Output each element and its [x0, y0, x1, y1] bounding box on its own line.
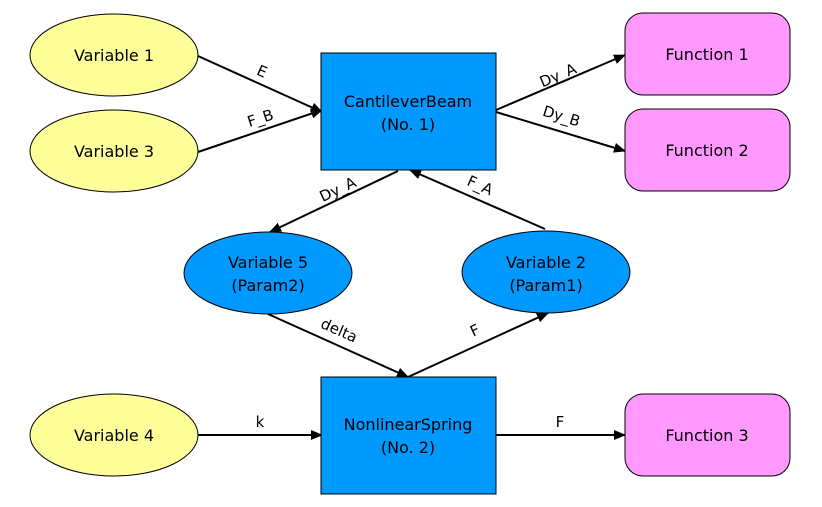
node-label: Function 1	[665, 45, 748, 64]
edge-v5-to-spring	[267, 313, 409, 378]
edge-label-dy-a-v5: Dy_A	[317, 173, 360, 207]
edge-beam-to-f1	[495, 54, 626, 111]
edge-v1-to-beam	[197, 55, 323, 113]
node-variable-3: Variable 3	[29, 109, 199, 193]
node-label: Function 3	[665, 426, 748, 445]
node-shape	[29, 109, 199, 193]
node-variable-4: Variable 4	[29, 393, 199, 477]
node-label-line2: (Param1)	[509, 276, 582, 295]
node-function-3: Function 3	[624, 393, 791, 477]
edge-v3-to-beam	[197, 108, 323, 153]
node-shape	[320, 52, 497, 171]
node-label: Variable 4	[74, 426, 154, 445]
edge-label-dy-a-f1: Dy_A	[537, 59, 580, 92]
node-label-line1: Variable 5	[228, 253, 308, 272]
node-function-1: Function 1	[624, 12, 791, 96]
node-variable-5: Variable 5 (Param2)	[183, 231, 353, 315]
node-shape	[29, 393, 199, 477]
node-variable-1: Variable 1	[29, 13, 199, 97]
edge-beam-to-v5	[269, 170, 399, 233]
node-cantilever-beam: CantileverBeam (No. 1)	[320, 52, 497, 171]
node-label: Variable 3	[74, 142, 154, 161]
node-shape	[624, 393, 791, 477]
node-label: Function 2	[665, 141, 748, 160]
node-nonlinear-spring: NonlinearSpring (No. 2)	[320, 376, 497, 495]
node-variable-2: Variable 2 (Param1)	[461, 230, 631, 314]
edge-label-e: E	[254, 61, 270, 81]
node-shape	[624, 12, 791, 96]
node-shape	[461, 230, 631, 314]
node-label: Variable 1	[74, 46, 154, 65]
node-label-line2: (Param2)	[231, 276, 304, 295]
node-label-line1: NonlinearSpring	[344, 415, 473, 434]
node-label-line1: CantileverBeam	[344, 92, 472, 111]
node-shape	[320, 376, 497, 495]
node-label-line2: (No. 1)	[381, 115, 435, 134]
edge-v2-to-beam	[409, 169, 546, 230]
edge-spring-to-v2	[407, 312, 549, 378]
node-shape	[29, 13, 199, 97]
edge-label-delta: delta	[318, 314, 360, 346]
edge-label-f-spring-v2: F	[467, 320, 482, 340]
node-shape	[183, 231, 353, 315]
node-shape	[624, 108, 791, 192]
node-label-line1: Variable 2	[506, 253, 586, 272]
edge-label-k: k	[256, 413, 265, 431]
edge-label-f-spring-f3: F	[556, 413, 565, 431]
node-label-line2: (No. 2)	[381, 438, 435, 457]
edge-beam-to-f2	[495, 111, 626, 153]
edges	[197, 54, 626, 440]
node-function-2: Function 2	[624, 108, 791, 192]
